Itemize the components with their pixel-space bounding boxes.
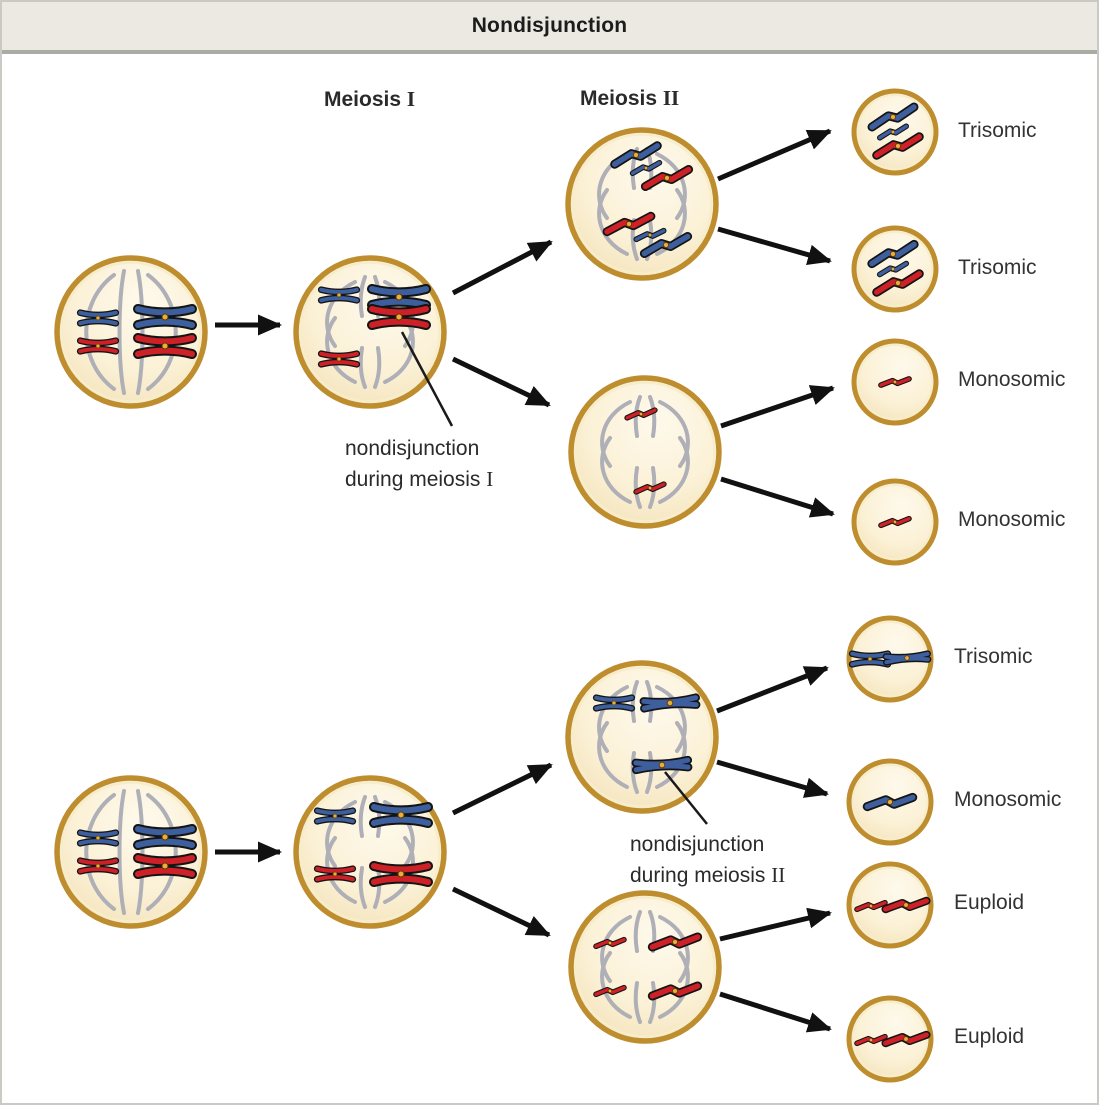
arrow (716, 759, 829, 798)
arrow (716, 665, 829, 714)
note-nondisjunction-meiosis-2: nondisjunction during meiosis II (630, 833, 786, 887)
meiosis2-cell-n-plus-1 (568, 130, 716, 278)
meiosis1-nondisjunction-cell (296, 258, 444, 406)
outcome-label-monosomic-2: Monosomic (958, 508, 1066, 531)
meiosis2-cell-n-minus-1 (571, 378, 719, 526)
outcome-label-trisomic-2: Trisomic (958, 256, 1037, 279)
panel-nondisjunction-meiosis-2 (57, 618, 931, 1080)
arrow (719, 991, 832, 1033)
arrow (451, 239, 553, 296)
parent-cell-bottom (57, 778, 205, 926)
gamete-cell-euploid-2 (849, 998, 931, 1080)
figure-title: Nondisjunction (471, 14, 628, 37)
arrow (720, 476, 835, 518)
header-meiosis-1: Meiosis I (324, 87, 416, 111)
gamete-cell-monosomic-2 (854, 481, 936, 563)
arrow (720, 385, 835, 429)
panel-nondisjunction-meiosis-1 (57, 91, 936, 563)
arrow (717, 128, 832, 182)
gamete-cell-trisomic-3 (849, 618, 931, 700)
gamete-cell-trisomic-1 (854, 91, 936, 173)
arrow (719, 907, 832, 942)
title-bar: Nondisjunction (2, 2, 1097, 54)
header-meiosis-2: Meiosis II (580, 86, 680, 110)
arrow (717, 226, 832, 266)
note-nondisjunction-meiosis-1: nondisjunction during meiosis I (345, 437, 494, 491)
callout-line-meiosis-2 (664, 771, 708, 825)
gamete-cell-trisomic-2 (854, 228, 936, 310)
arrow (451, 886, 551, 938)
outcome-label-euploid-1: Euploid (954, 891, 1025, 914)
outcome-label-trisomic-3: Trisomic (954, 645, 1033, 668)
gamete-cell-euploid-1 (849, 864, 931, 946)
arrow (451, 762, 553, 816)
arrow (451, 356, 551, 408)
meiosis2-nondisjunction-cell (568, 663, 716, 811)
outcome-label-monosomic-3: Monosomic (954, 788, 1062, 811)
meiosis1-normal-cell (296, 778, 444, 926)
gamete-cell-monosomic-3 (849, 761, 931, 843)
outcome-label-trisomic-1: Trisomic (958, 119, 1037, 142)
callout-line-meiosis-1 (400, 331, 454, 427)
outcome-label-monosomic-1: Monosomic (958, 368, 1066, 391)
outcome-label-euploid-2: Euploid (954, 1025, 1025, 1048)
parent-cell-top (57, 258, 205, 406)
gamete-cell-monosomic-1 (854, 341, 936, 423)
meiosis2-normal-cell (571, 893, 719, 1041)
